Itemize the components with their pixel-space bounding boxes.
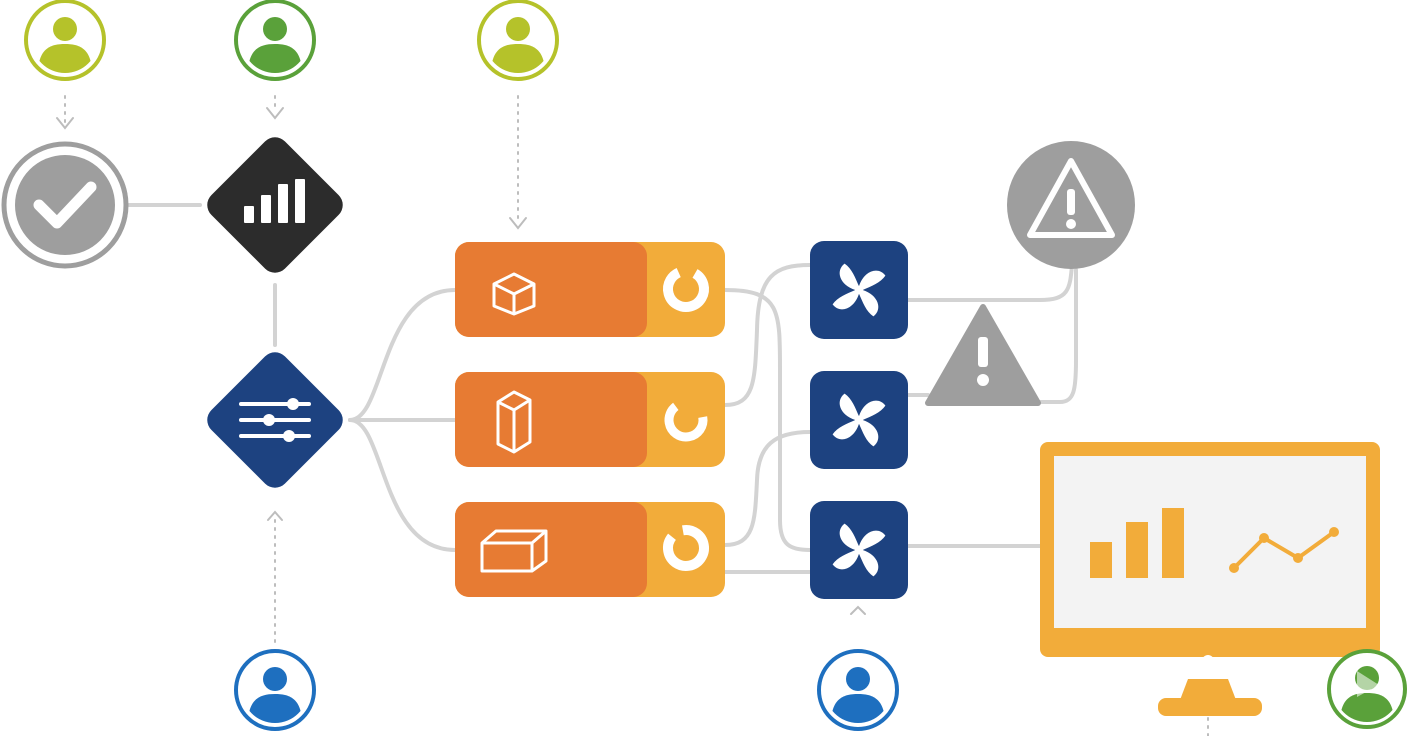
user-avatar-top-3[interactable]	[477, 0, 559, 81]
monitor-icon	[1040, 442, 1380, 716]
sliders-icon	[239, 398, 311, 442]
bar-chart-icon	[1090, 508, 1184, 578]
user-avatar-top-2[interactable]	[234, 0, 316, 81]
cube-icon	[492, 272, 536, 316]
fan-node-1[interactable]	[810, 241, 908, 339]
stage-2[interactable]	[455, 372, 725, 467]
wide-box-icon	[480, 529, 548, 573]
alert-node-triangle[interactable]	[925, 304, 1041, 406]
bar-chart-icon	[244, 179, 305, 223]
monitor-dashboard[interactable]	[1040, 442, 1380, 716]
user-avatar-bottom-3[interactable]	[1327, 649, 1407, 729]
user-avatar-bottom-1[interactable]	[234, 649, 316, 731]
checkmark-icon	[33, 181, 97, 229]
line-chart-icon	[1229, 527, 1339, 573]
analytics-node[interactable]	[201, 131, 348, 278]
user-avatar-bottom-2[interactable]	[817, 649, 899, 731]
warning-icon	[1027, 158, 1115, 238]
stage-3[interactable]	[455, 502, 725, 597]
user-avatar-top-1[interactable]	[24, 0, 106, 81]
fan-node-3[interactable]	[810, 501, 908, 599]
fan-node-2[interactable]	[810, 371, 908, 469]
play-icon	[1357, 671, 1379, 697]
approval-node[interactable]	[1, 141, 129, 269]
connectors	[56, 95, 1209, 736]
warning-icon	[925, 304, 1041, 406]
tall-box-icon	[496, 390, 532, 454]
controller-node[interactable]	[201, 346, 348, 493]
stage-1[interactable]	[455, 242, 725, 337]
alert-node-circle[interactable]	[1007, 141, 1135, 269]
